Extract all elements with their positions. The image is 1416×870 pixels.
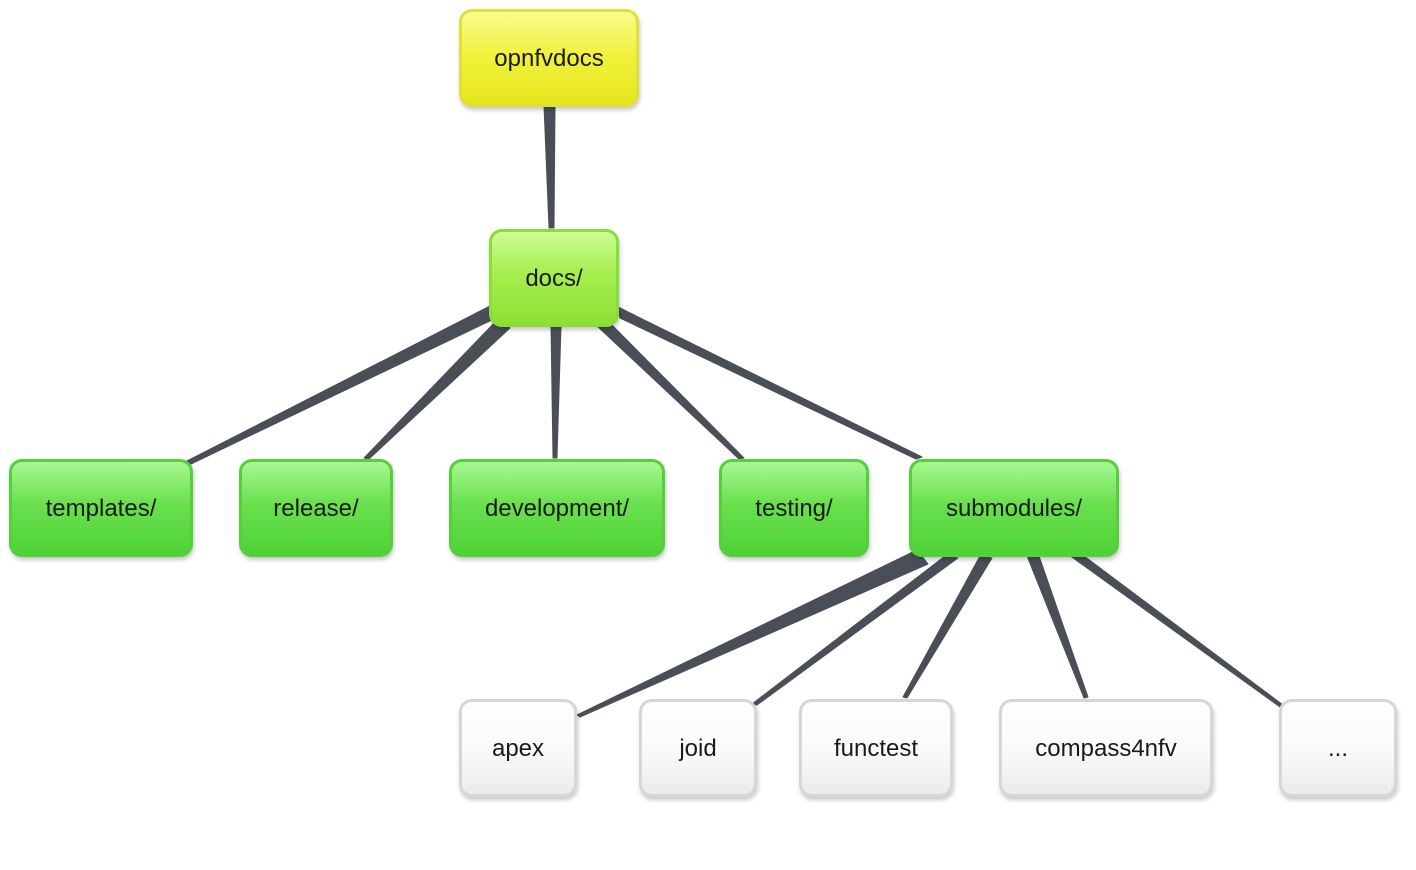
node-more[interactable]: ... xyxy=(1279,699,1397,797)
node-opnfvdocs[interactable]: opnfvdocs xyxy=(459,9,639,107)
node-development[interactable]: development/ xyxy=(449,459,665,557)
node-templates[interactable]: templates/ xyxy=(9,459,193,557)
connector-submodules-compass4nfv xyxy=(1026,555,1089,699)
node-docs[interactable]: docs/ xyxy=(489,229,619,327)
connector-submodules-more xyxy=(1068,552,1284,708)
node-joid[interactable]: joid xyxy=(639,699,757,797)
node-submodules[interactable]: submodules/ xyxy=(909,459,1119,557)
node-label: submodules/ xyxy=(945,495,1083,522)
node-apex[interactable]: apex xyxy=(459,699,577,797)
connector-docs-development xyxy=(550,325,562,459)
node-compass4nfv[interactable]: compass4nfv xyxy=(999,699,1213,797)
node-label: joid xyxy=(679,735,717,762)
node-label: apex xyxy=(491,735,545,762)
node-release[interactable]: release/ xyxy=(239,459,393,557)
node-label: testing/ xyxy=(755,495,833,522)
node-label: release/ xyxy=(273,495,359,522)
connector-root-docs xyxy=(543,105,556,229)
node-label: ... xyxy=(1327,735,1348,762)
node-functest[interactable]: functest xyxy=(799,699,953,797)
connector-submodules-functest xyxy=(902,555,993,699)
node-label: docs/ xyxy=(525,265,583,292)
connector-submodules-joid xyxy=(751,555,959,706)
node-label: functest xyxy=(833,735,919,762)
node-label: development/ xyxy=(484,495,630,522)
node-label: opnfvdocs xyxy=(494,45,604,72)
node-label: compass4nfv xyxy=(1035,735,1177,762)
node-testing[interactable]: testing/ xyxy=(719,459,869,557)
connector-submodules-apex xyxy=(576,549,929,718)
node-label: templates/ xyxy=(45,495,157,522)
